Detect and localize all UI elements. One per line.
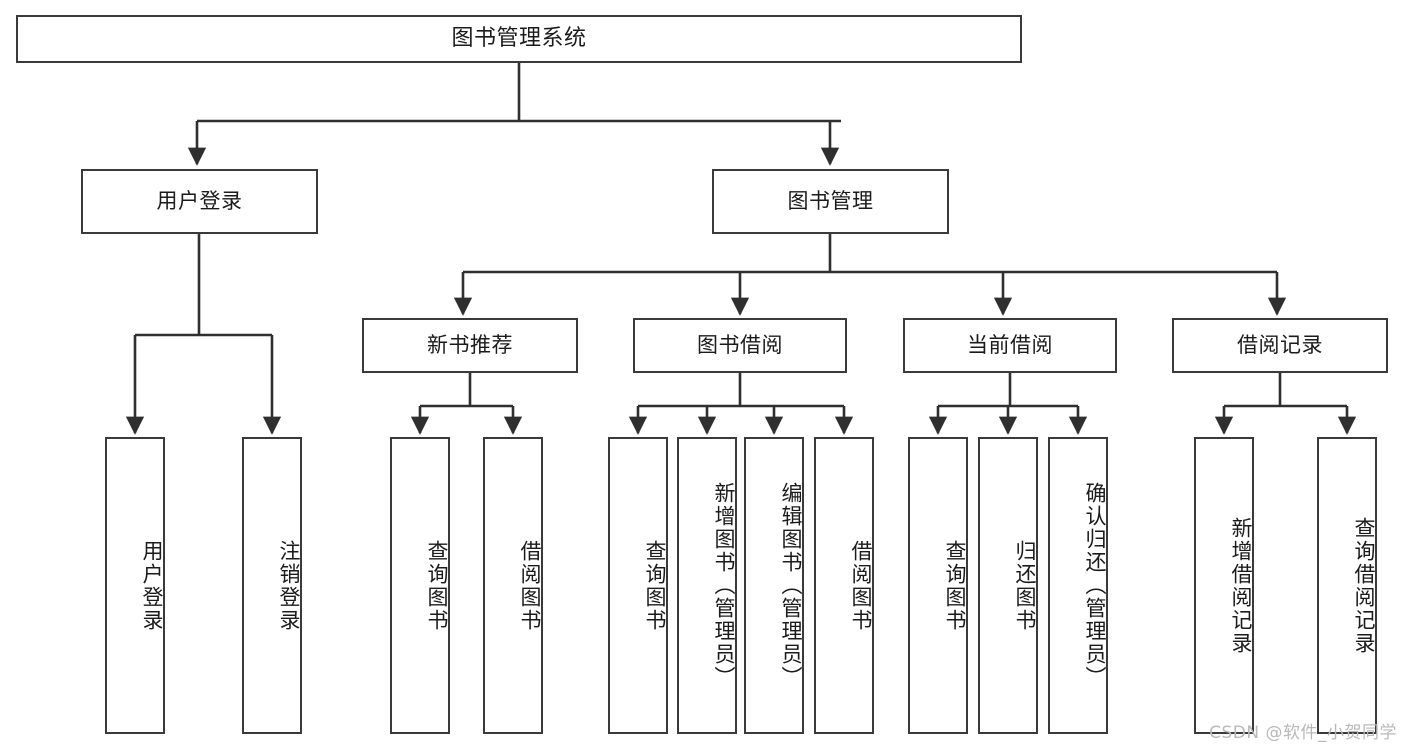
leaf-record-query-record[interactable]: 查询借阅记录: [1317, 437, 1377, 734]
leaf-borrow-borrow-book[interactable]: 借阅图书: [814, 437, 874, 734]
leaf-borrow-add-book-label: 新增图书（管理员）: [712, 482, 736, 689]
node-user-login-label: 用户登录: [156, 188, 243, 213]
leaf-current-return-books-label: 归还图书: [1013, 539, 1037, 632]
leaf-borrow-query-books[interactable]: 查询图书: [608, 437, 668, 734]
leaf-borrow-edit-book[interactable]: 编辑图书（管理员）: [744, 437, 804, 734]
node-borrow-records-label: 借阅记录: [1237, 332, 1323, 357]
leaf-record-add-record[interactable]: 新增借阅记录: [1194, 437, 1254, 734]
leaf-borrow-edit-book-label: 编辑图书（管理员）: [779, 482, 803, 689]
leaf-borrow-add-book[interactable]: 新增图书（管理员）: [677, 437, 737, 734]
leaf-current-query-books[interactable]: 查询图书: [908, 437, 968, 734]
leaf-record-add-record-label: 新增借阅记录: [1229, 516, 1253, 655]
node-borrow-records[interactable]: 借阅记录: [1172, 318, 1388, 373]
leaf-current-confirm-return-label: 确认归还（管理员）: [1083, 482, 1107, 689]
leaf-borrow-query-books-label: 查询图书: [643, 539, 667, 632]
leaf-borrow-borrow-book-label: 借阅图书: [849, 539, 873, 632]
watermark: CSDN @软件_小贺同学: [1209, 723, 1397, 743]
leaf-newbook-borrow-books-label: 借阅图书: [518, 539, 542, 632]
leaf-logout[interactable]: 注销登录: [242, 437, 302, 734]
node-new-book-recommendation[interactable]: 新书推荐: [362, 318, 578, 373]
leaf-current-return-books[interactable]: 归还图书: [978, 437, 1038, 734]
node-new-book-recommendation-label: 新书推荐: [427, 332, 513, 357]
leaf-logout-label: 注销登录: [277, 539, 301, 632]
node-root[interactable]: 图书管理系统: [16, 15, 1022, 63]
node-book-management[interactable]: 图书管理: [712, 169, 949, 234]
node-current-borrowing[interactable]: 当前借阅: [903, 318, 1117, 373]
leaf-current-confirm-return[interactable]: 确认归还（管理员）: [1048, 437, 1108, 734]
node-root-label: 图书管理系统: [451, 25, 587, 51]
leaf-user-login-label: 用户登录: [140, 539, 164, 632]
node-book-management-label: 图书管理: [787, 188, 874, 213]
node-book-borrowing[interactable]: 图书借阅: [633, 318, 847, 373]
leaf-current-query-books-label: 查询图书: [943, 539, 967, 632]
node-current-borrowing-label: 当前借阅: [967, 332, 1053, 357]
leaf-user-login[interactable]: 用户登录: [105, 437, 165, 734]
leaf-newbook-borrow-books[interactable]: 借阅图书: [483, 437, 543, 734]
node-book-borrowing-label: 图书借阅: [697, 332, 783, 357]
leaf-newbook-query-books[interactable]: 查询图书: [390, 437, 450, 734]
leaf-record-query-record-label: 查询借阅记录: [1352, 516, 1376, 655]
node-user-login[interactable]: 用户登录: [81, 169, 318, 234]
leaf-newbook-query-books-label: 查询图书: [425, 539, 449, 632]
